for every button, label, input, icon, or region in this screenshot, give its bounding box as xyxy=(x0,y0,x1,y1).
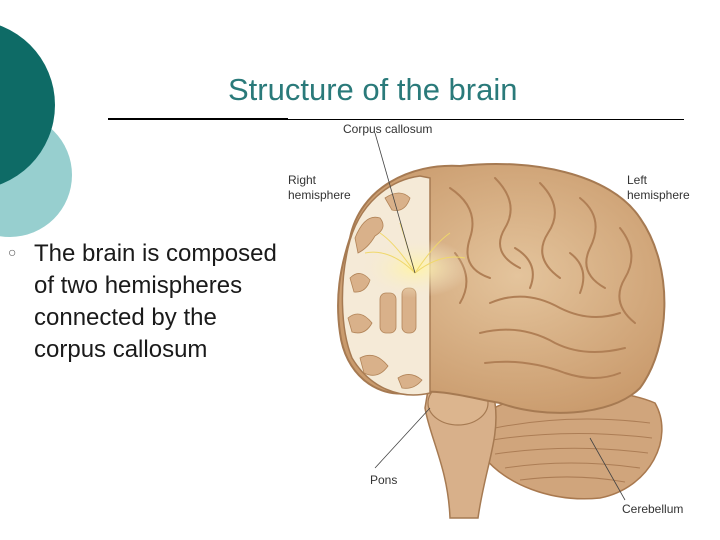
label-left-line2: hemisphere xyxy=(627,188,690,202)
label-right-line2: hemisphere xyxy=(288,188,351,202)
label-corpus-callosum: Corpus callosum xyxy=(343,122,432,137)
label-right-hemisphere: Right hemisphere xyxy=(288,173,351,203)
label-cerebellum: Cerebellum xyxy=(622,502,683,517)
label-left-line1: Left xyxy=(627,173,647,187)
slide-title: Structure of the brain xyxy=(228,72,518,108)
label-pons: Pons xyxy=(370,473,397,488)
bullet-text: The brain is composed of two hemispheres… xyxy=(34,238,284,366)
label-right-line1: Right xyxy=(288,173,316,187)
hollow-circle-bullet-icon: ○ xyxy=(8,244,16,260)
corpus-callosum-fan xyxy=(360,238,470,298)
label-left-hemisphere: Left hemisphere xyxy=(627,173,690,203)
